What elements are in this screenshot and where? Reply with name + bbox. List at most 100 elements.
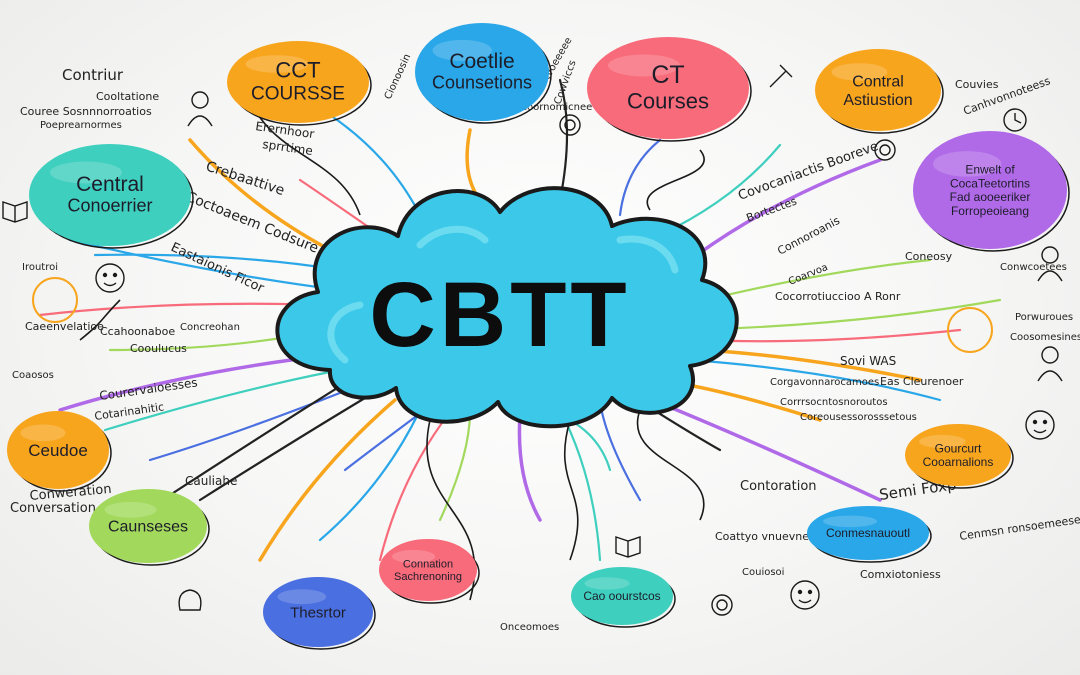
node-highlight — [104, 501, 157, 518]
coin-icon — [559, 114, 581, 136]
book-icon — [2, 201, 28, 223]
connector-line — [188, 138, 332, 252]
annotation-label: Conversation — [10, 501, 96, 516]
node-bubble — [815, 49, 941, 131]
annotation-label: Eas Cleurenoer — [880, 375, 964, 388]
connector-line — [703, 258, 932, 302]
node-label: CocaTeetortins — [950, 176, 1030, 190]
connector-line — [465, 128, 482, 202]
node-bubble — [415, 23, 549, 121]
annotation-label: Concreohan — [180, 322, 240, 333]
node-bubble — [905, 424, 1011, 486]
annotation-label: Corgavonnarocamoes — [770, 377, 879, 388]
clock-icon — [1003, 108, 1027, 132]
connector-line — [698, 328, 962, 343]
node-label: Ceudoe — [28, 441, 88, 460]
node-label: Conmesnauoutl — [826, 526, 910, 540]
annotation-label: Couiosoi — [742, 567, 784, 578]
connector-line — [558, 408, 602, 562]
face-icon — [790, 580, 820, 610]
connector-line — [517, 413, 542, 522]
annotation-label: Coosomesines — [1010, 332, 1080, 343]
node-bubble — [807, 506, 929, 560]
node-bubble — [913, 131, 1067, 249]
annotation-label: Comxiotoniess — [860, 568, 941, 581]
person-icon — [1037, 246, 1063, 282]
annotation-label: Coreousessorosssetous — [800, 412, 917, 423]
node-bubble — [7, 411, 109, 489]
doodle-icons — [2, 64, 1063, 616]
face-icon — [1025, 410, 1055, 440]
node-bubble — [379, 539, 477, 601]
connector-line — [318, 408, 422, 542]
node-label: Forropeoieang — [951, 204, 1029, 218]
annotation-label: Cocorrotiuccioo A Ronr — [775, 290, 901, 303]
connector-line — [438, 412, 472, 522]
coin-icon — [711, 594, 733, 616]
connector-line — [636, 409, 705, 521]
connector-line — [79, 299, 121, 341]
node-label: Astiustion — [843, 92, 912, 109]
node-highlight — [277, 589, 327, 605]
person-icon — [187, 91, 213, 127]
node-bubble — [227, 41, 369, 123]
connector-line — [103, 368, 342, 432]
central-cloud: CBTT — [275, 186, 739, 429]
node-highlight — [50, 161, 122, 184]
annotation-label: Onceomoes — [500, 622, 559, 633]
annotation-label: Coneosy — [905, 250, 953, 263]
annotation-label: Covocaniactis Booreve — [736, 139, 880, 204]
circle-icon — [947, 307, 993, 353]
annotation-label: Cauliahe — [185, 474, 237, 488]
book-icon — [615, 536, 641, 558]
connector-line — [646, 149, 705, 211]
connector-line — [328, 113, 422, 217]
connector-line — [563, 419, 579, 561]
annotation-label: Cooltatione — [96, 90, 159, 103]
node-highlight — [933, 151, 1002, 177]
connector-line — [618, 138, 662, 217]
annotation-label: Conwcoetees — [1000, 262, 1067, 273]
node-label: Coetlie — [449, 50, 514, 73]
node-label: Conoerrier — [67, 196, 152, 216]
node-label: Central — [76, 173, 144, 196]
coin-icon — [874, 139, 896, 161]
node-highlight — [831, 63, 888, 81]
annotation-label: Corrrsocntosnoroutos — [780, 397, 888, 408]
node-label: Gourcurt — [935, 441, 982, 455]
annotation-label: Courervaioesses — [98, 375, 198, 403]
node-label: Connation — [403, 559, 453, 571]
connector-line — [258, 398, 397, 562]
hammer-icon — [769, 64, 793, 88]
annotation-label: Coattyo vnuevnes — [715, 530, 815, 543]
node-bubble — [263, 577, 373, 647]
node-label: Contral — [852, 73, 904, 90]
connector-line — [93, 253, 342, 272]
annotation-label: Poeprearnormes — [40, 120, 122, 131]
node-highlight — [919, 434, 966, 449]
node-label: Sachrenoning — [394, 571, 462, 583]
annotation-label: Contriur — [62, 66, 124, 84]
connector-line — [148, 383, 362, 462]
node-bubble — [571, 567, 673, 625]
annotation-label: Cotarinahitic — [94, 400, 165, 423]
annotation-label: Coornomicnee — [520, 102, 592, 113]
node-label: Counsetions — [432, 73, 532, 93]
annotation-label: Cooulucus — [130, 342, 187, 355]
central-title: CBTT — [369, 264, 630, 366]
annotation-label: sprrtime — [262, 137, 314, 158]
topic-node-cao-oourstcos: Cao oourstcos — [571, 567, 676, 628]
node-label: Cooarnalions — [923, 455, 994, 469]
annotation-label: Coaosos — [12, 370, 54, 381]
node-label: Cao oourstcos — [583, 589, 660, 603]
topic-node-conmesnauoutl: Conmesnauoutl — [807, 506, 932, 563]
connector-line — [168, 378, 352, 497]
